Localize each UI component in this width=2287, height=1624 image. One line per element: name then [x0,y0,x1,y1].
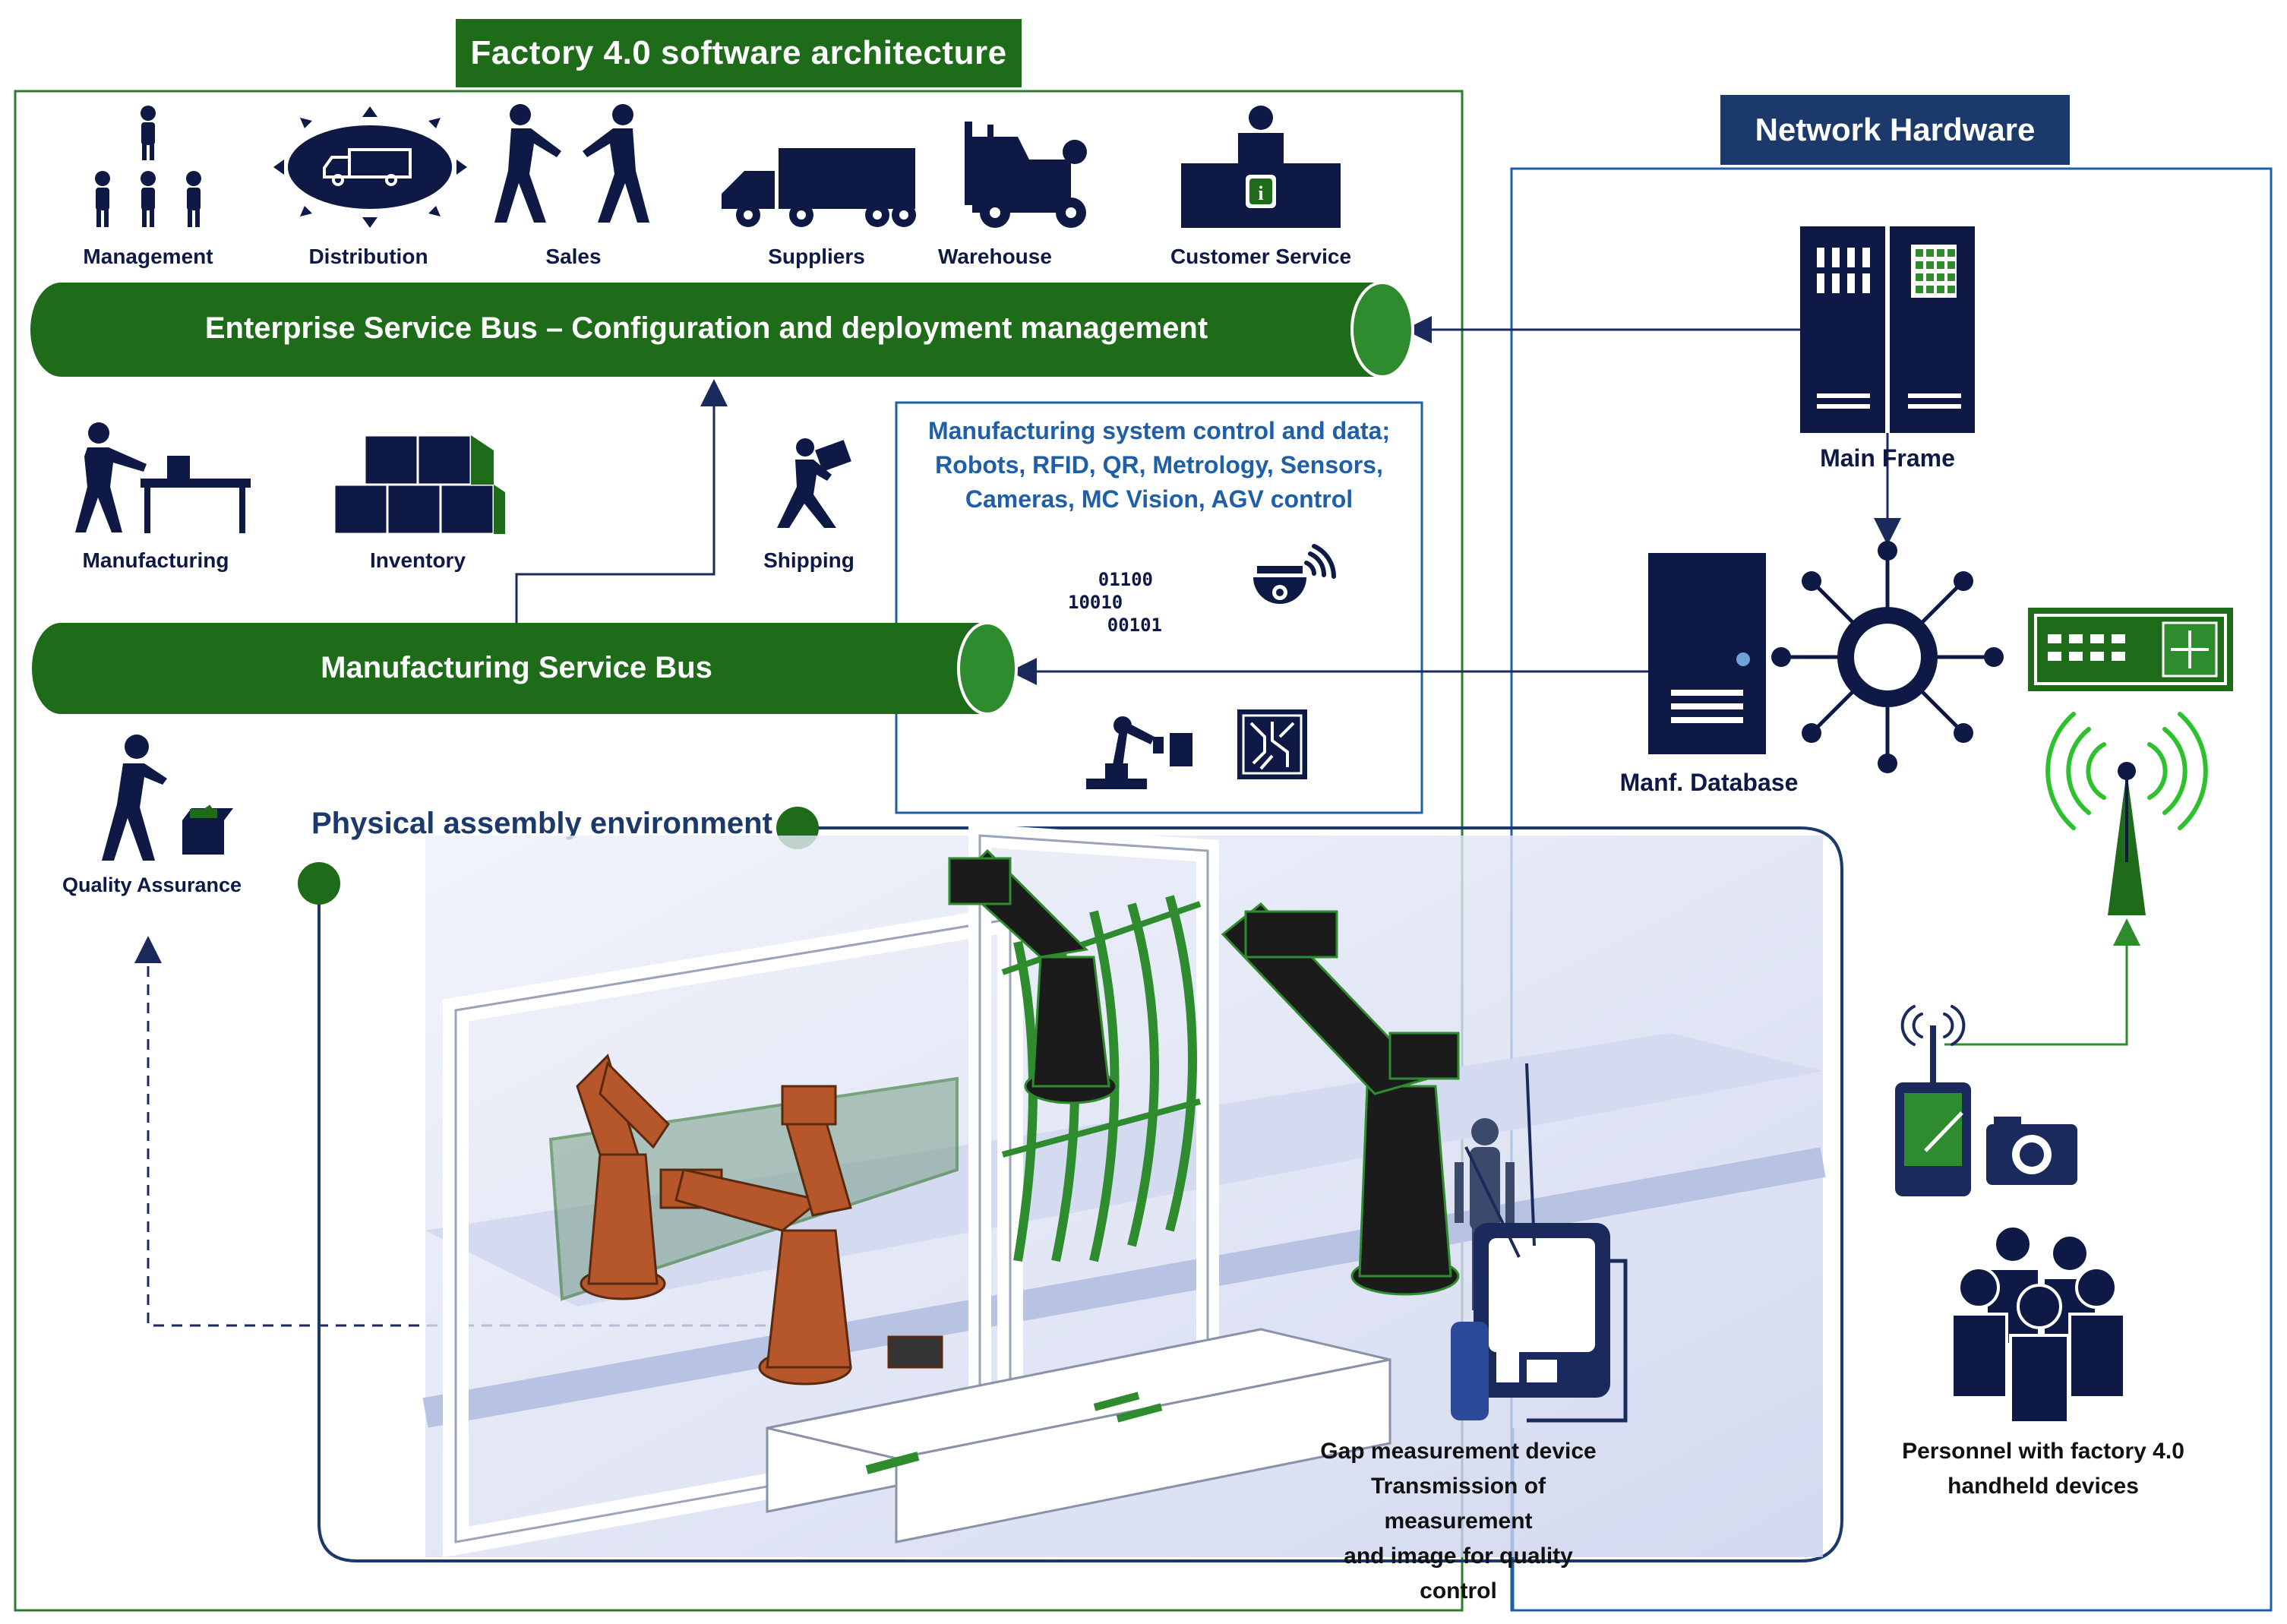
distribution-icon [273,106,467,228]
network-router-icon [2028,608,2233,691]
personnel-line1: Personnel with factory 4.0 [1902,1439,2184,1464]
manf-database-server-icon [1648,553,1766,754]
personnel-line2: handheld devices [1947,1474,2139,1499]
warehouse-label: Warehouse [938,245,1052,268]
suppliers-label: Suppliers [768,245,865,268]
distribution-label: Distribution [308,245,428,268]
personnel-group-icon [1951,1224,2126,1424]
inventory-boxes-icon [333,434,505,536]
mfg-control-line3: Cameras, MC Vision, AGV control [965,485,1354,513]
shipping-label: Shipping [763,548,854,572]
manufacturing-label: Manufacturing [82,548,229,572]
msb-label: Manufacturing Service Bus [321,651,712,684]
network-hardware-title: Network Hardware [1720,95,2070,165]
gap-device-line1: Gap measurement device [1320,1439,1597,1464]
customer-service-icon: i [1181,106,1341,228]
warehouse-forklift-icon [965,122,1087,228]
esb-label: Enterprise Service Bus – Configuration a… [204,311,1208,345]
gap-measurement-device [1451,1063,1628,1423]
svg-text:i: i [1258,182,1263,204]
shipping-icon [777,438,851,528]
mfg-control-line1: Manufacturing system control and data; [927,417,1391,444]
personnel-caption: Personnel with factory 4.0 handheld devi… [1861,1434,2225,1504]
sales-handshake-icon [494,104,649,223]
black-robot-1 [948,848,1118,1104]
mfg-control-text: Manufacturing system control and data; R… [896,414,1422,517]
quality-assurance-icon [102,735,233,861]
binary-data-icon: 01100 10010 00101 [1068,568,1162,637]
physical-assembly-title: Physical assembly environment [311,807,772,840]
gap-device-caption: Gap measurement device Transmission of m… [1306,1434,1610,1609]
enterprise-service-bus [30,281,1414,378]
binary-line2: 10010 [1068,592,1123,613]
manf-database-label: Manf. Database [1619,769,1799,796]
black-robot-2 [1221,902,1460,1296]
main-frame-server-icon [1800,226,1975,433]
mfg-control-line2: Robots, RFID, QR, Metrology, Sensors, [935,451,1383,479]
software-arch-title: Factory 4.0 software architecture [456,19,1022,87]
main-frame-label: Main Frame [1820,444,1955,472]
binary-line1: 01100 [1098,569,1153,590]
orange-robot-2 [674,1085,943,1385]
physical-assembly-frame [317,826,1843,1562]
handheld-devices-icon [1895,1005,2077,1196]
sales-label: Sales [545,245,602,268]
management-label: Management [83,245,213,268]
binary-line3: 00101 [1107,615,1162,636]
manufacturing-icon [75,422,251,533]
assembly-scene-illustration [422,823,1826,1558]
security-camera-icon [1253,544,1336,604]
suppliers-truck-icon [722,148,916,227]
manufacturing-service-bus [32,621,1018,716]
network-hub-icon [1771,541,2004,773]
inventory-label: Inventory [369,548,466,572]
industrial-robot-icon [1086,716,1192,789]
management-icon [95,106,201,227]
frame-node-left [298,862,340,905]
quality-assurance-label: Quality Assurance [62,874,242,896]
gap-device-line3: and image for quality control [1344,1543,1573,1603]
gap-device-line2: Transmission of measurement [1370,1474,1546,1534]
wireless-antenna-icon [2045,712,2208,915]
circuit-board-icon [1237,709,1307,779]
customer-service-label: Customer Service [1170,245,1352,268]
